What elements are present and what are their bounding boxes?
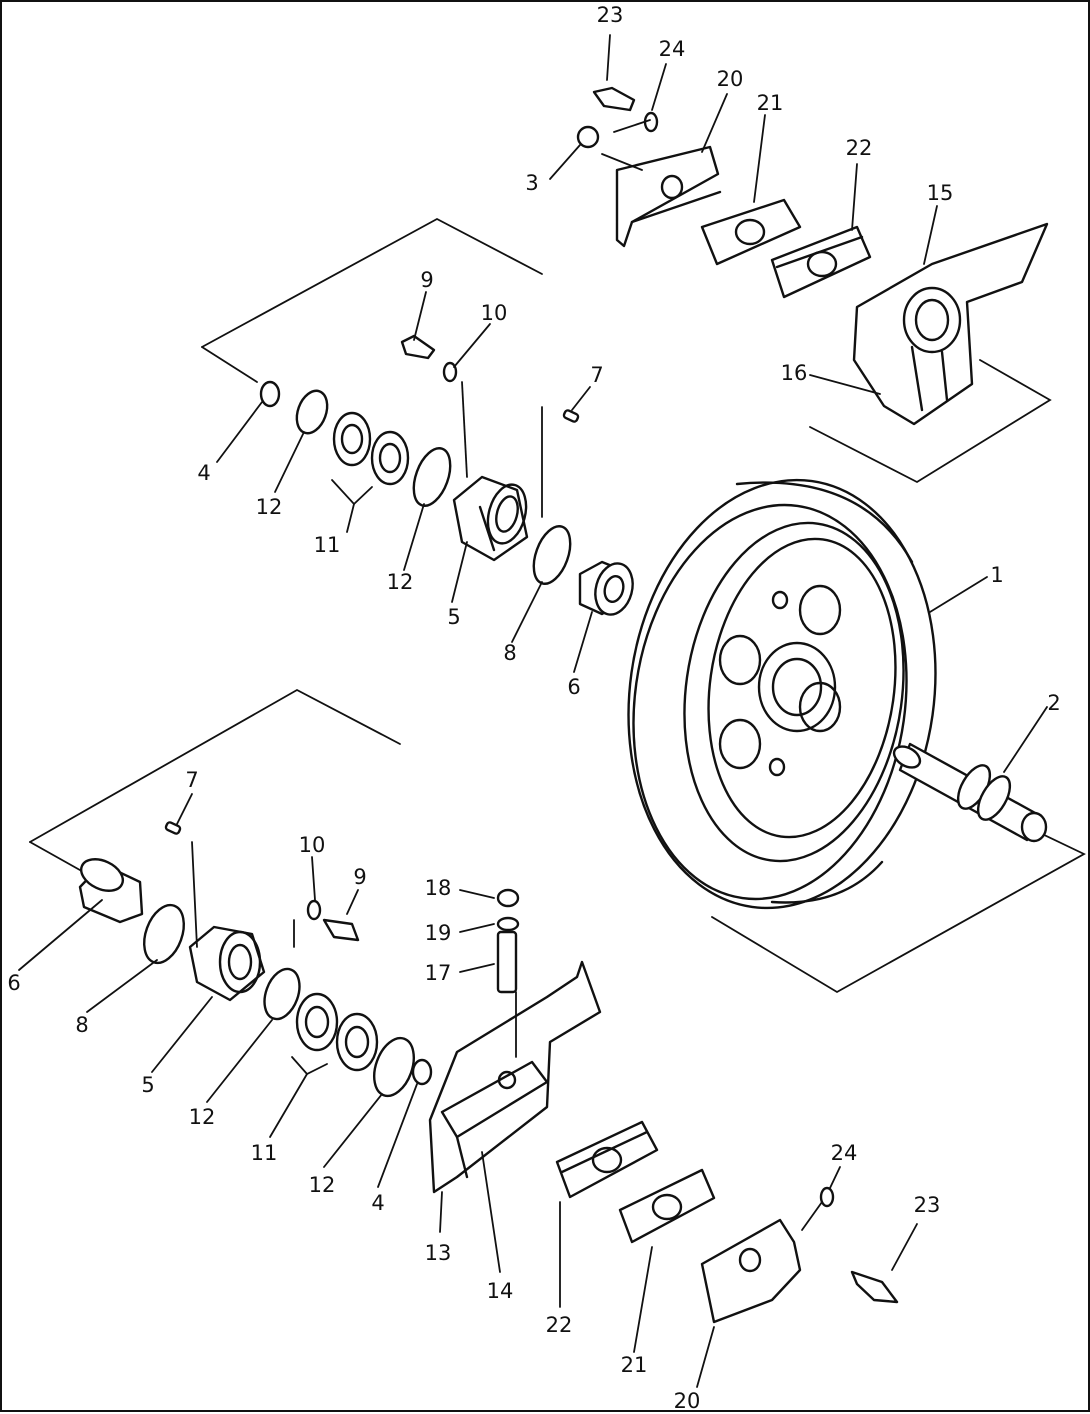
plate-21-top	[700, 198, 802, 266]
lower-o-ring-12a	[263, 967, 301, 1021]
label-7-bottom: 7	[185, 768, 198, 792]
label-23-bottom: 23	[914, 1193, 941, 1217]
idler-wheel	[627, 478, 937, 910]
upper-seal-11	[332, 411, 410, 486]
lower-washer-10	[306, 899, 322, 921]
bracket-13-14	[428, 960, 602, 1194]
label-6-bottom: 6	[7, 971, 20, 995]
washer-19	[496, 916, 520, 932]
label-5-top: 5	[447, 605, 460, 629]
lower-bolt-9	[322, 918, 360, 942]
upper-o-ring-12b	[412, 447, 452, 507]
label-16: 16	[781, 361, 808, 385]
cover-plate-20-bottom	[700, 1218, 802, 1324]
shaft	[892, 742, 1048, 843]
label-9-bottom: 9	[353, 865, 366, 889]
label-3: 3	[525, 171, 538, 195]
label-11-bottom: 11	[251, 1141, 278, 1165]
lower-snap-ring-4	[411, 1058, 433, 1086]
label-10-bottom: 10	[299, 833, 326, 857]
nut-3	[576, 125, 600, 149]
label-8-top: 8	[503, 641, 516, 665]
label-19: 19	[425, 921, 452, 945]
upper-frame-lines	[201, 217, 1052, 518]
label-17: 17	[425, 961, 452, 985]
label-15: 15	[927, 181, 954, 205]
label-12-top-b: 12	[387, 570, 414, 594]
lower-pin-7	[164, 821, 182, 835]
guard-15-16	[852, 222, 1049, 426]
upper-pin-7	[562, 409, 580, 423]
plate-21-bottom	[618, 1168, 716, 1244]
label-21-top: 21	[757, 91, 784, 115]
label-22-top: 22	[846, 136, 873, 160]
label-4-top: 4	[197, 461, 210, 485]
part-labels: 23 24 20 3 21 22 15 16 9 10 7 4 12 11 12…	[7, 3, 1060, 1413]
label-10-top: 10	[481, 301, 508, 325]
label-21-bottom: 21	[621, 1353, 648, 1377]
bolt-23-top	[592, 86, 636, 112]
label-14: 14	[487, 1279, 514, 1303]
label-2: 2	[1047, 691, 1060, 715]
label-18: 18	[425, 876, 452, 900]
label-12-bottom-a: 12	[189, 1105, 216, 1129]
fitting-17	[496, 930, 518, 994]
upper-o-ring-12a	[295, 389, 329, 435]
label-1: 1	[990, 563, 1003, 587]
label-11-top: 11	[314, 533, 341, 557]
label-12-bottom-b: 12	[309, 1173, 336, 1197]
label-9-top: 9	[420, 268, 433, 292]
lower-collar-5	[188, 925, 266, 1002]
upper-washer-10	[442, 361, 458, 383]
nut-18	[496, 888, 520, 908]
lower-o-ring-12b	[373, 1036, 415, 1098]
label-22-bottom: 22	[546, 1313, 573, 1337]
label-20-top: 20	[717, 67, 744, 91]
label-20-bottom: 20	[674, 1389, 701, 1413]
upper-bolt-9	[400, 334, 436, 360]
label-5-bottom: 5	[141, 1073, 154, 1097]
label-24-bottom: 24	[831, 1141, 858, 1165]
shim-22-top	[770, 225, 872, 299]
lower-bushing-6	[78, 858, 144, 924]
shim-22-bottom	[555, 1120, 659, 1199]
label-24-top: 24	[659, 37, 686, 61]
upper-bushing-6	[578, 560, 634, 616]
label-13: 13	[425, 1241, 452, 1265]
bolt-23-bottom	[850, 1270, 899, 1304]
cover-plate-20-top	[615, 145, 722, 248]
label-12-top-a: 12	[256, 495, 283, 519]
washer-24-bottom	[819, 1186, 835, 1208]
label-23-top: 23	[597, 3, 624, 27]
label-6-top: 6	[567, 675, 580, 699]
label-8-bottom: 8	[75, 1013, 88, 1037]
upper-snap-ring-4	[259, 380, 281, 408]
label-7-top: 7	[590, 363, 603, 387]
lower-o-ring-8	[143, 903, 185, 965]
upper-o-ring-8	[532, 525, 572, 585]
label-4-bottom: 4	[371, 1191, 384, 1215]
leader-lines	[18, 34, 1048, 1388]
lower-seal-11	[295, 992, 379, 1072]
upper-collar-5	[452, 475, 529, 562]
